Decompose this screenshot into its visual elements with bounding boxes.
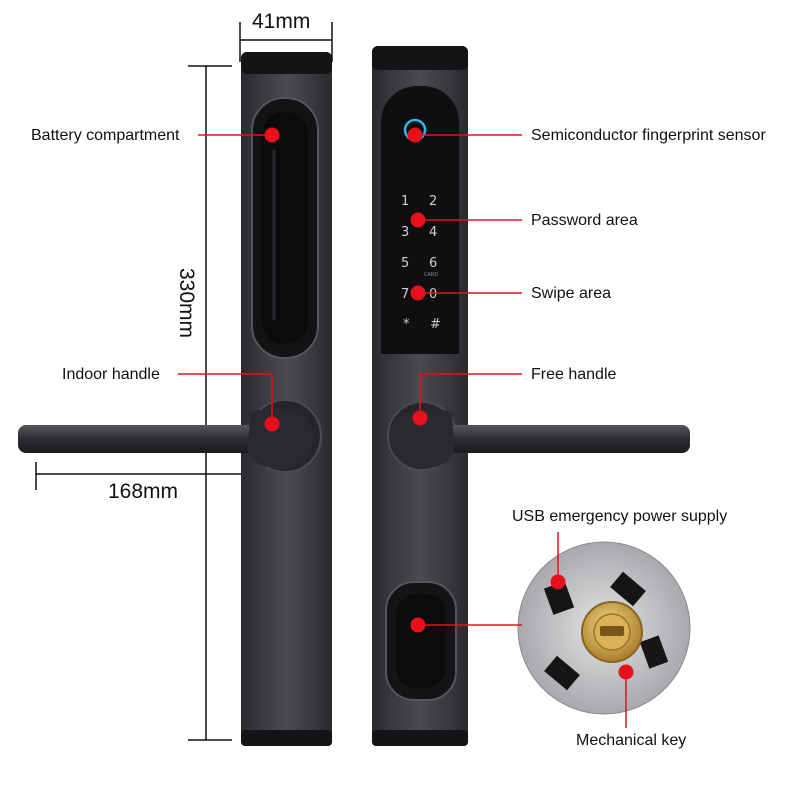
keypad-key: 5 [401, 256, 409, 271]
callout-indoor-handle: Indoor handle [62, 366, 160, 383]
cylinder-closeup [517, 541, 691, 715]
callout-usb-power: USB emergency power supply [512, 508, 728, 525]
callout-free-handle: Free handle [531, 366, 617, 383]
width-dimension-lines [239, 22, 333, 62]
keypad-key: 3 [401, 225, 409, 240]
keypad-key: 0 [429, 287, 437, 302]
keypad: 1 2 3 4 5 6 7 0 * # CARD [401, 194, 441, 332]
free-handle-lever [389, 408, 690, 469]
card-mark: CARD [424, 272, 438, 278]
callout-mechanical-key: Mechanical key [576, 732, 687, 749]
keypad-key: 2 [429, 194, 437, 209]
keypad-key: # [430, 317, 441, 332]
callout-password-area: Password area [531, 212, 638, 229]
keypad-key: 6 [429, 256, 437, 271]
brass-key-cylinder [581, 601, 643, 663]
keypad-key: 7 [401, 287, 409, 302]
indoor-handle-lever [18, 408, 313, 469]
usb-port-icon [543, 581, 575, 615]
indoor-lock-body [241, 52, 332, 746]
keypad-key: 4 [429, 225, 437, 240]
callout-swipe-area: Swipe area [531, 285, 612, 302]
callout-dots [264, 127, 634, 680]
keypad-key: * [403, 317, 410, 332]
callout-lines [178, 134, 627, 728]
callout-battery-compartment: Battery compartment [31, 127, 180, 144]
keypad-key: 1 [401, 194, 409, 209]
width-dimension-label: 41mm [252, 10, 311, 33]
handle-length-label: 168mm [108, 480, 179, 503]
height-dimension-label: 330mm [175, 268, 198, 339]
callout-fingerprint-sensor: Semiconductor fingerprint sensor [531, 127, 766, 144]
height-dimension-lines [188, 65, 232, 741]
